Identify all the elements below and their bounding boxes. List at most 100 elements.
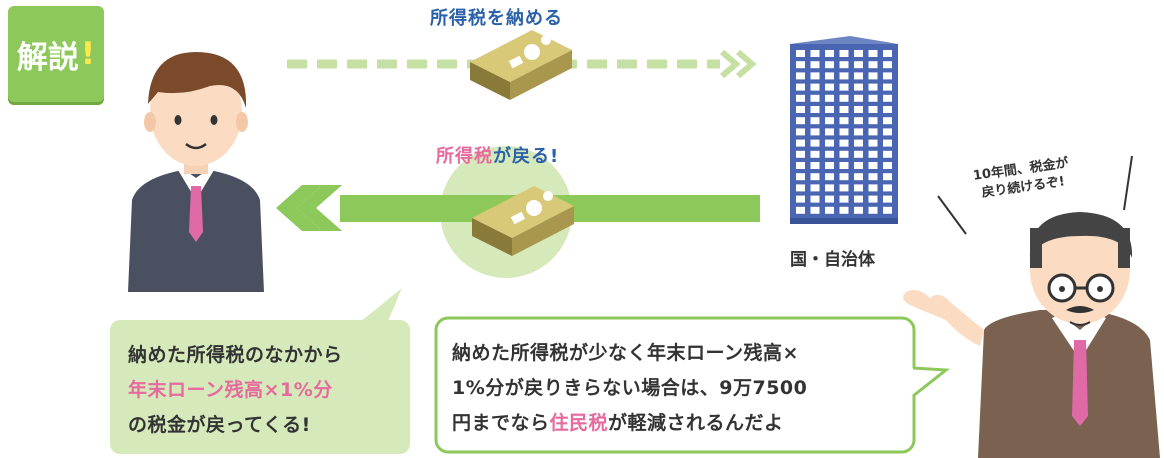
building-window xyxy=(854,162,863,169)
building-window xyxy=(883,206,892,214)
building-window xyxy=(839,83,849,91)
building-window xyxy=(839,195,849,203)
money-bundle-icon xyxy=(470,30,572,100)
building-window xyxy=(796,128,805,136)
building-window xyxy=(810,206,820,214)
building-window xyxy=(825,150,834,158)
building-window xyxy=(839,94,849,102)
building-window xyxy=(883,128,892,136)
building-label: 国・自治体 xyxy=(790,250,875,270)
building-window xyxy=(839,117,849,125)
building-window xyxy=(839,184,849,192)
building-window xyxy=(825,206,834,214)
building-window xyxy=(839,61,849,69)
building-window xyxy=(839,162,849,169)
building-window xyxy=(854,50,863,57)
tag-text: 解説 xyxy=(16,39,79,76)
building-window xyxy=(810,61,820,69)
building-window xyxy=(810,94,820,102)
building-window xyxy=(854,128,863,136)
building-window xyxy=(868,106,878,113)
explanation-tag: 解説! xyxy=(8,6,104,102)
building-window xyxy=(810,195,820,203)
speech-emphasis-lines xyxy=(937,155,1133,235)
building-window xyxy=(883,162,892,169)
building-window xyxy=(868,94,878,102)
building-window xyxy=(839,150,849,158)
right-line-3c: が軽減されるんだよ xyxy=(608,412,784,434)
building-window xyxy=(825,195,834,203)
building-window xyxy=(825,139,834,147)
building-window xyxy=(854,61,863,69)
pay-tax-label: 所得税を納める xyxy=(430,8,563,29)
building-window xyxy=(796,117,805,125)
building-window xyxy=(854,184,863,192)
building-window xyxy=(810,128,820,136)
building-window xyxy=(796,184,805,192)
left-line-2: 年末ローン残高×1%分 xyxy=(128,379,333,401)
left-line-1: 納めた所得税のなかから xyxy=(128,344,343,366)
young-man-icon xyxy=(128,52,264,292)
building-window xyxy=(868,139,878,147)
building-window xyxy=(883,173,892,181)
building-window xyxy=(810,72,820,80)
building-window xyxy=(839,50,849,57)
building-window xyxy=(796,106,805,113)
building-window xyxy=(839,72,849,80)
building-window xyxy=(825,173,834,181)
building-window xyxy=(883,83,892,91)
building-window xyxy=(854,72,863,80)
building-window xyxy=(883,195,892,203)
building-window xyxy=(810,83,820,91)
right-line-3: 円までなら住民税が軽減されるんだよ xyxy=(452,406,807,441)
building-window xyxy=(868,50,878,57)
building-window xyxy=(854,83,863,91)
building-window xyxy=(810,117,820,125)
left-speech-bubble xyxy=(110,288,410,454)
building-window xyxy=(868,128,878,136)
building-window xyxy=(854,195,863,203)
older-man-icon xyxy=(903,212,1160,458)
building-window xyxy=(796,173,805,181)
money-bundle-return-icon xyxy=(472,186,574,256)
building-window xyxy=(810,173,820,181)
building-window xyxy=(868,184,878,192)
building-window xyxy=(825,94,834,102)
return-label-rest: が戻る! xyxy=(493,146,560,167)
building-window xyxy=(796,162,805,169)
right-line-3a: 円までなら xyxy=(452,412,550,434)
return-label-tax: 所得税 xyxy=(436,146,493,167)
building-window xyxy=(825,128,834,136)
building-window xyxy=(810,162,820,169)
building-window xyxy=(868,117,878,125)
building-window xyxy=(883,150,892,158)
government-building-icon xyxy=(790,36,898,224)
right-speech-bubble xyxy=(434,316,951,454)
building-window xyxy=(854,106,863,113)
building-window xyxy=(796,61,805,69)
building-window xyxy=(796,50,805,57)
building-window xyxy=(825,72,834,80)
building-window xyxy=(883,94,892,102)
right-bubble-text: 納めた所得税が少なく年末ローン残高× 1%分が戻りきらない場合は、9万7500 … xyxy=(452,336,807,441)
building-window xyxy=(839,206,849,214)
building-window xyxy=(796,139,805,147)
building-window xyxy=(854,117,863,125)
left-line-3: の税金が戻ってくる! xyxy=(128,414,311,436)
left-bubble-text: 納めた所得税のなかから 年末ローン残高×1%分 の税金が戻ってくる! xyxy=(128,338,343,443)
building-window xyxy=(883,139,892,147)
building-window xyxy=(810,184,820,192)
building-window xyxy=(796,72,805,80)
building-window xyxy=(810,50,820,57)
building-window xyxy=(883,106,892,113)
building-window xyxy=(825,184,834,192)
building-window xyxy=(868,195,878,203)
building-window xyxy=(839,173,849,181)
building-window xyxy=(796,150,805,158)
building-window xyxy=(883,184,892,192)
building-window xyxy=(868,72,878,80)
building-window xyxy=(868,83,878,91)
building-window xyxy=(825,61,834,69)
building-window xyxy=(868,173,878,181)
